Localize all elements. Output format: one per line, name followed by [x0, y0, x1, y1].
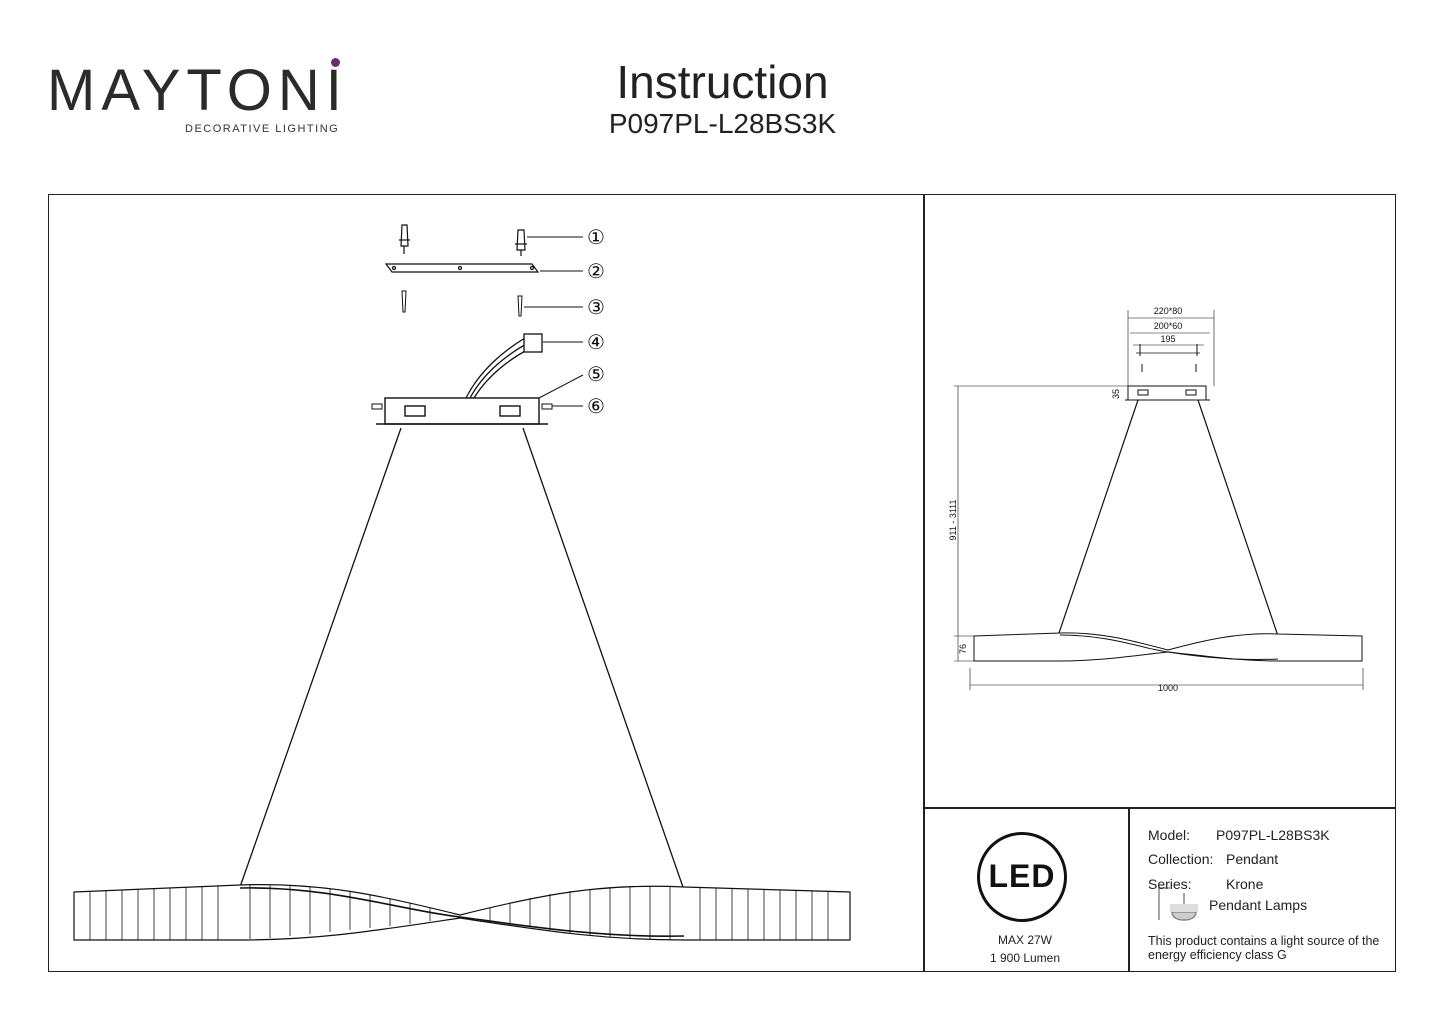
callout-1: ①	[587, 227, 605, 249]
frame-divider-vertical	[923, 194, 925, 972]
dim-suspension: 911 - 3111	[948, 499, 958, 540]
callout-3: ③	[587, 297, 605, 319]
led-badge-text: LED	[988, 858, 1056, 894]
screw-icon	[401, 290, 523, 317]
model-value: P097PL-L28BS3K	[1216, 827, 1330, 843]
led-badge	[977, 832, 1067, 922]
dim-canopy-outer: 220*80	[1154, 306, 1183, 316]
lamp-body-icon	[73, 884, 851, 941]
led-lumen: 1 900 Lumen	[989, 951, 1061, 965]
callout-2: ②	[587, 261, 605, 283]
side-screw-icon	[371, 403, 553, 410]
pendant-lamp-icon	[1158, 887, 1198, 921]
lamp-type: Pendant Lamps	[1209, 897, 1308, 913]
brand-logo: MAYTONI	[47, 58, 348, 123]
page-title: Instruction	[616, 56, 829, 108]
canopy-icon	[376, 397, 548, 425]
part-callouts: ① ② ③ ④ ⑤ ⑥	[587, 227, 605, 418]
model-code: P097PL-L28BS3K	[608, 108, 837, 139]
series-label: Series:	[1148, 876, 1192, 892]
callout-4: ④	[587, 332, 605, 354]
drawing-frame	[48, 194, 1396, 972]
model-label: Model:	[1148, 827, 1191, 843]
led-power: MAX 27W	[997, 933, 1052, 947]
collection-label: Collection:	[1148, 851, 1214, 867]
suspension-cable	[522, 427, 685, 891]
wire-connector-icon	[465, 333, 543, 399]
dim-mount-span: 195	[1160, 334, 1175, 344]
brand-tagline: DECORATIVE LIGHTING	[185, 123, 340, 135]
mounting-bracket-icon	[384, 263, 540, 273]
info-divider	[1128, 807, 1130, 972]
logo-dot	[331, 58, 340, 67]
energy-note: This product contains a light source of …	[1148, 934, 1380, 962]
dim-length: 1000	[1158, 683, 1178, 693]
suspension-cable	[239, 427, 402, 888]
dim-body-height: 76	[958, 644, 968, 654]
collection-value: Pendant	[1226, 851, 1279, 867]
dimension-labels: 220*80 200*60 195 1000 35 911 - 3111 76	[948, 306, 1182, 693]
callout-5: ⑤	[587, 364, 605, 386]
dim-canopy-inner: 200*60	[1154, 321, 1183, 331]
wall-anchor-icon	[515, 229, 527, 256]
dim-canopy-height: 35	[1111, 389, 1121, 399]
wall-anchor-icon	[399, 224, 410, 254]
series-value: Krone	[1226, 876, 1264, 892]
dimension-drawing	[954, 310, 1364, 690]
frame-divider-horizontal	[923, 807, 1396, 809]
callout-6: ⑥	[587, 396, 605, 418]
